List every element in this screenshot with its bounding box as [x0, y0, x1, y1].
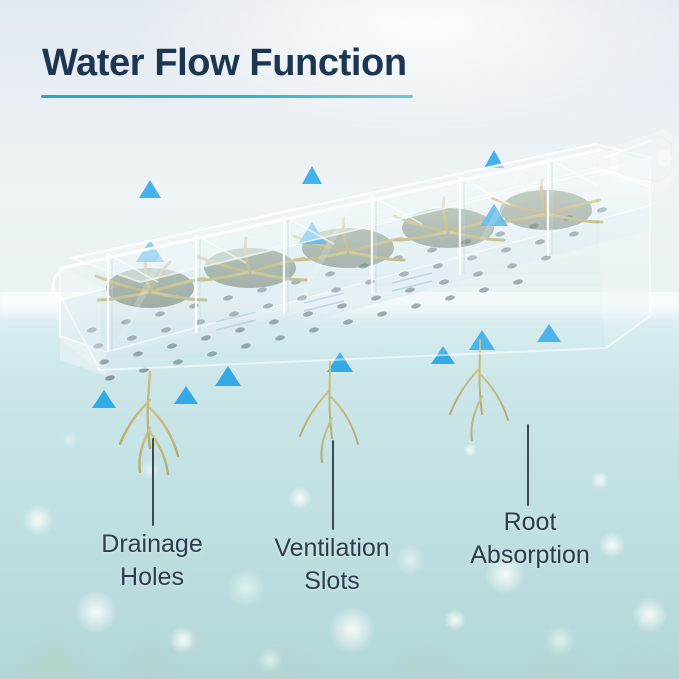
- page-title: Water Flow Function: [42, 42, 407, 84]
- mounting-clip: [603, 128, 679, 189]
- leader-line-drainage-holes: [152, 438, 154, 526]
- product-illustration: [51, 128, 679, 476]
- callout-drainage-holes: Drainage Holes: [62, 528, 242, 594]
- callout-root-absorption: Root Absorption: [440, 506, 620, 572]
- callout-ventilation-slots-line2: Slots: [304, 567, 360, 595]
- title-underline: [41, 95, 413, 98]
- leader-line-ventilation-slots: [332, 440, 334, 530]
- callout-root-absorption-line1: Root: [503, 508, 557, 536]
- clear-container-shell: [51, 142, 653, 372]
- callout-drainage-holes-line2: Holes: [120, 563, 184, 591]
- callout-drainage-holes-line1: Drainage: [101, 530, 203, 558]
- callout-ventilation-slots-line1: Ventilation: [274, 534, 390, 562]
- leader-line-root-absorption: [527, 424, 529, 506]
- ventilation-slots-detail: [215, 272, 433, 331]
- hanging-roots: [118, 339, 509, 476]
- callout-root-absorption-line2: Absorption: [470, 541, 590, 569]
- callout-ventilation-slots: Ventilation Slots: [242, 532, 422, 598]
